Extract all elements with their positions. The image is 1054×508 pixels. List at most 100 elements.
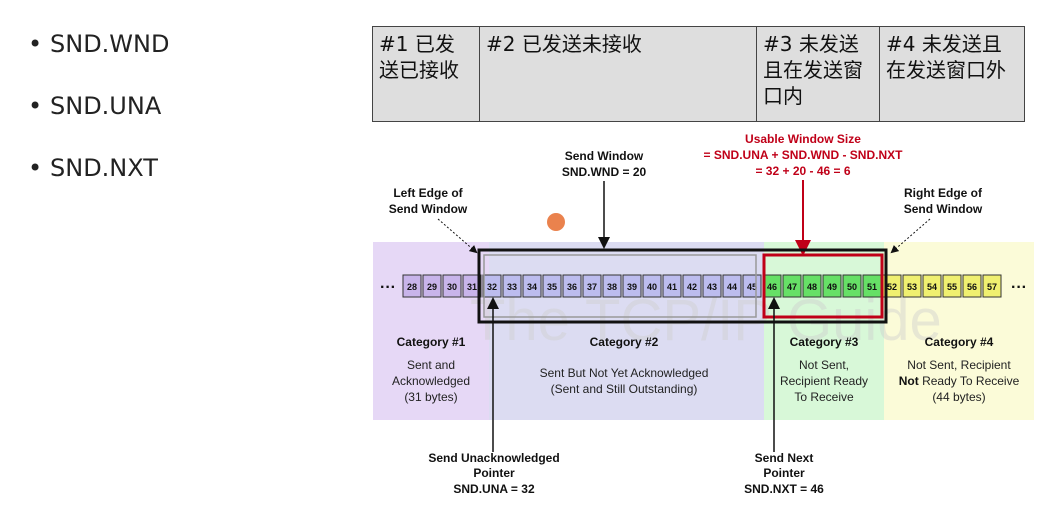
category-3-desc: Not Sent,	[799, 358, 849, 372]
byte-cell-label: 42	[687, 282, 697, 292]
category-4-band	[884, 242, 1034, 420]
usable-window-formula: = SND.UNA + SND.WND - SND.NXT	[704, 148, 904, 162]
category-3-title: Category #3	[790, 335, 859, 349]
outstanding-box	[483, 254, 757, 318]
usable-window-value: = 32 + 20 - 46 = 6	[755, 164, 850, 178]
category-table: #1 已发送已接收 #2 已发送未接收 #3 未发送且在发送窗口内 #4 未发送…	[372, 26, 1025, 122]
byte-cell	[662, 274, 682, 298]
byte-cell	[642, 274, 662, 298]
send-window-box	[477, 248, 888, 324]
byte-cell	[942, 274, 962, 298]
byte-cell-label: 56	[967, 282, 977, 292]
byte-cell	[582, 274, 602, 298]
byte-cell-label: 57	[987, 282, 997, 292]
una-pointer-label-1: Send Unacknowledged	[428, 451, 559, 465]
left-edge-label-1: Left Edge of	[393, 186, 463, 200]
byte-cell-label: 34	[527, 282, 537, 292]
byte-cell-label: 40	[647, 282, 657, 292]
byte-cell	[702, 274, 722, 298]
byte-cell	[842, 274, 862, 298]
byte-cell-label: 44	[727, 282, 737, 292]
byte-cell	[442, 274, 462, 298]
byte-cell	[602, 274, 622, 298]
bullet-text: SND.UNA	[50, 92, 162, 120]
bullet-snd-wnd: •SND.WND	[28, 30, 170, 58]
byte-cell	[722, 274, 742, 298]
category-1-desc: Sent and	[407, 358, 455, 372]
byte-cell-label: 48	[807, 282, 817, 292]
byte-cell-label: 43	[707, 282, 717, 292]
table-cell-cat2: #2 已发送未接收	[479, 26, 757, 122]
bullet-text: SND.NXT	[50, 154, 158, 182]
byte-cell-label: 54	[927, 282, 937, 292]
byte-cell	[422, 274, 442, 298]
category-3-desc: Recipient Ready	[780, 374, 868, 388]
category-1-band	[373, 242, 489, 420]
nxt-pointer-label-2: Pointer	[763, 466, 805, 480]
byte-cell	[902, 274, 922, 298]
una-pointer-label-2: Pointer	[473, 466, 515, 480]
byte-cell	[962, 274, 982, 298]
category-1-desc: (31 bytes)	[404, 390, 457, 404]
byte-cell-label: 30	[447, 282, 457, 292]
byte-cell	[522, 274, 542, 298]
byte-cell-label: 47	[787, 282, 797, 292]
right-edge-label-2: Send Window	[904, 202, 983, 216]
byte-cell-label: 53	[907, 282, 917, 292]
byte-cell-label: 32	[487, 282, 497, 292]
nxt-pointer-label-1: Send Next	[755, 451, 814, 465]
usable-window-box	[762, 253, 884, 319]
byte-cell-label: 52	[887, 282, 897, 292]
send-window-size: SND.WND = 20	[562, 165, 647, 179]
byte-cell-label: 50	[847, 282, 857, 292]
byte-cell-label: 38	[607, 282, 617, 292]
byte-cell	[802, 274, 822, 298]
byte-cell	[782, 274, 802, 298]
usable-window-title: Usable Window Size	[745, 132, 861, 146]
right-edge-label-1: Right Edge of	[904, 186, 983, 200]
category-4-desc: (44 bytes)	[932, 390, 985, 404]
byte-cell-label: 29	[427, 282, 437, 292]
byte-cell	[982, 274, 1002, 298]
byte-cell-label: 35	[547, 282, 557, 292]
category-2-desc: Sent But Not Yet Acknowledged	[540, 366, 709, 380]
byte-cell	[822, 274, 842, 298]
byte-cell	[542, 274, 562, 298]
left-ellipsis: ···	[380, 279, 396, 296]
category-4-title: Category #4	[925, 335, 994, 349]
byte-cell-label: 39	[627, 282, 637, 292]
byte-cell-label: 41	[667, 282, 677, 292]
right-edge-arrow	[890, 218, 931, 254]
category-2-band	[489, 242, 764, 420]
byte-cell	[462, 274, 482, 298]
byte-cell	[502, 274, 522, 298]
byte-cell	[562, 274, 582, 298]
byte-cell-label: 31	[467, 282, 477, 292]
byte-cell-label: 46	[767, 282, 777, 292]
table-cell-cat3: #3 未发送且在发送窗口内	[756, 26, 880, 122]
nxt-pointer-label-3: SND.NXT = 46	[744, 482, 824, 496]
byte-cell	[682, 274, 702, 298]
bullet-snd-una: •SND.UNA	[28, 92, 162, 120]
byte-cell	[622, 274, 642, 298]
byte-cell-label: 49	[827, 282, 837, 292]
category-3-band	[764, 242, 884, 420]
category-2-title: Category #2	[590, 335, 659, 349]
byte-cell-label: 51	[867, 282, 877, 292]
byte-cell	[402, 274, 422, 298]
byte-cell-label: 36	[567, 282, 577, 292]
category-1-title: Category #1	[397, 335, 466, 349]
left-edge-label-2: Send Window	[389, 202, 468, 216]
category-4-desc: Not Sent, Recipient	[907, 358, 1011, 372]
bullet-snd-nxt: •SND.NXT	[28, 154, 158, 182]
bullet-text: SND.WND	[50, 30, 170, 58]
table-cell-cat4: #4 未发送且在发送窗口外	[879, 26, 1025, 122]
byte-cell	[922, 274, 942, 298]
right-ellipsis: ···	[1011, 279, 1027, 296]
byte-cell-label: 33	[507, 282, 517, 292]
category-3-desc: To Receive	[794, 390, 854, 404]
byte-cell-label: 55	[947, 282, 957, 292]
category-2-desc: (Sent and Still Outstanding)	[551, 382, 698, 396]
